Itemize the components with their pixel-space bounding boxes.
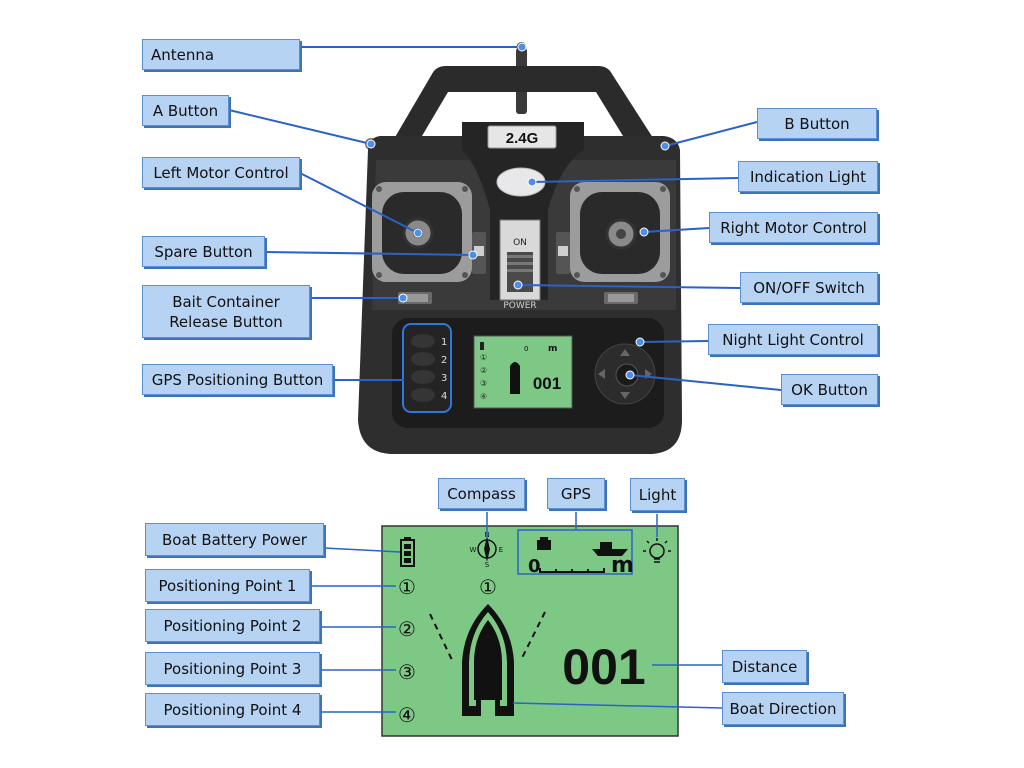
compass-e: E xyxy=(499,546,503,554)
label-antenna: Antenna xyxy=(142,39,300,70)
label-indication-light: Indication Light xyxy=(738,161,878,192)
mini-point-3: ③ xyxy=(480,379,487,388)
label-bait-release-line2: Release Button xyxy=(169,312,283,331)
point-4: ④ xyxy=(398,703,416,727)
gps-button-num-1: 1 xyxy=(441,337,447,348)
label-point-1: Positioning Point 1 xyxy=(145,569,310,602)
compass-s: S xyxy=(485,561,490,569)
unit-m: m xyxy=(611,553,634,578)
label-boat-direction: Boat Direction xyxy=(722,692,844,725)
label-onoff-switch: ON/OFF Switch xyxy=(740,272,878,303)
label-point-2: Positioning Point 2 xyxy=(145,609,320,642)
point-1: ① xyxy=(398,575,416,599)
power-label: POWER xyxy=(503,301,536,311)
gps-button-2 xyxy=(411,352,435,366)
gps-button-4 xyxy=(411,388,435,402)
label-ok-button: OK Button xyxy=(781,374,878,405)
distance-value: 001 xyxy=(562,639,645,695)
point-2: ② xyxy=(398,617,416,641)
compass-icon xyxy=(477,536,497,562)
label-bait-release: Bait Container Release Button xyxy=(142,285,310,338)
label-b-button: B Button xyxy=(757,108,877,139)
mini-point-4: ④ xyxy=(480,392,487,401)
leader-lines-top xyxy=(228,46,782,391)
light-bulb-icon xyxy=(643,538,671,563)
label-night-light: Night Light Control xyxy=(708,324,878,355)
gps-button-3 xyxy=(411,370,435,384)
right-dashed-guide xyxy=(520,611,546,661)
gps-button-num-3: 3 xyxy=(441,373,447,384)
leader-dots xyxy=(366,42,670,380)
mini-display-number: 001 xyxy=(533,374,561,393)
left-dashed-guide xyxy=(429,613,453,661)
label-distance: Distance xyxy=(722,650,807,683)
mini-display xyxy=(473,335,573,409)
label-battery: Boat Battery Power xyxy=(145,523,324,556)
label-compass: Compass xyxy=(438,478,525,509)
label-light: Light xyxy=(630,478,685,511)
lcd-screen xyxy=(381,525,679,737)
band-label: 2.4G xyxy=(506,130,539,147)
point-3: ③ xyxy=(398,660,416,684)
carry-handle xyxy=(370,66,680,180)
mini-point-1: ① xyxy=(480,353,487,362)
gps-icons xyxy=(537,537,628,573)
center-panel xyxy=(462,122,584,300)
compass-w: W xyxy=(470,546,477,554)
gps-button-num-2: 2 xyxy=(441,355,447,366)
band-plate xyxy=(487,125,557,149)
battery-icon xyxy=(400,537,415,567)
mini-point-2: ② xyxy=(480,366,487,375)
switch-on-label: ON xyxy=(513,238,527,248)
label-gps: GPS xyxy=(547,478,605,509)
label-right-motor: Right Motor Control xyxy=(709,212,878,243)
label-spare-button: Spare Button xyxy=(142,236,265,267)
gps-indicator-box xyxy=(517,529,633,575)
mini-m: m xyxy=(548,344,557,354)
label-point-4: Positioning Point 4 xyxy=(145,693,320,726)
gps-button-num-4: 4 xyxy=(441,391,447,402)
compass-point-1: ① xyxy=(479,575,497,599)
mini-zero: 0 xyxy=(524,345,528,353)
mini-boat xyxy=(510,362,520,394)
label-point-3: Positioning Point 3 xyxy=(145,652,320,685)
label-a-button: A Button xyxy=(142,95,229,126)
label-bait-release-line1: Bait Container xyxy=(172,292,280,311)
label-left-motor: Left Motor Control xyxy=(142,157,300,188)
gps-button-1 xyxy=(411,334,435,348)
leader-lines-bottom xyxy=(310,512,723,713)
scale-zero: 0 xyxy=(528,556,541,577)
label-gps-button: GPS Positioning Button xyxy=(142,364,333,395)
